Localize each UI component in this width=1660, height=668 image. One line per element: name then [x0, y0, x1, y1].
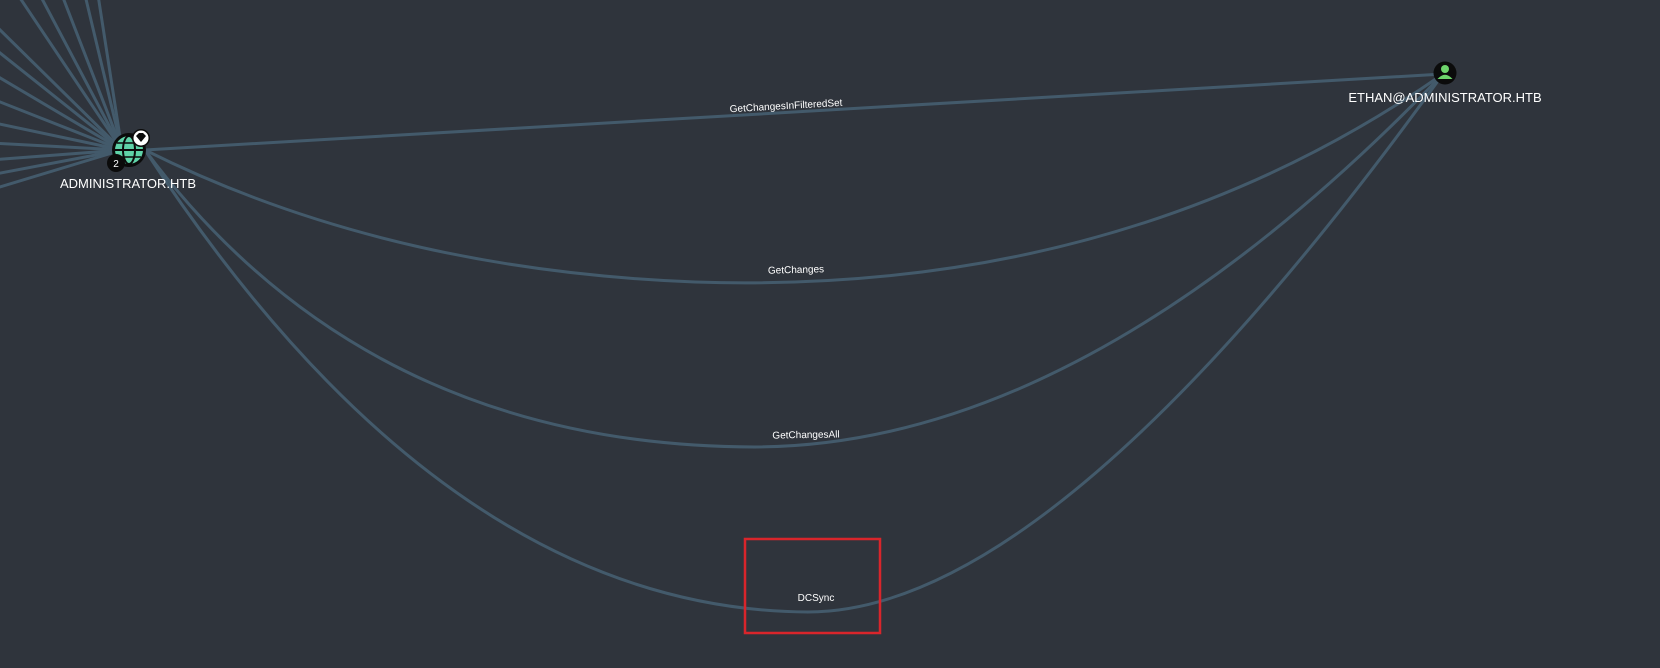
- diamond-icon: [132, 129, 150, 147]
- edge-getchangesall[interactable]: [143, 72, 1445, 449]
- user-icon: [1437, 65, 1453, 79]
- offscreen-edges: [0, 0, 124, 189]
- edge-getchanges[interactable]: [143, 72, 1445, 285]
- count-badge: 2: [107, 154, 125, 172]
- node-domain[interactable]: 2: [107, 129, 150, 172]
- edge-label-getchangesall[interactable]: GetChangesAll: [772, 429, 839, 441]
- edge-label-getchanges[interactable]: GetChanges: [768, 264, 824, 276]
- edge-dcsync[interactable]: [143, 72, 1445, 614]
- node-user[interactable]: [1433, 61, 1457, 85]
- dcsync-highlight-box: [743, 537, 882, 635]
- node-label-domain[interactable]: ADMINISTRATOR.HTB: [60, 176, 196, 191]
- node-label-user[interactable]: ETHAN@ADMINISTRATOR.HTB: [1348, 90, 1541, 105]
- edge-label-dcsync[interactable]: DCSync: [798, 593, 835, 604]
- count-badge-text: 2: [113, 159, 119, 170]
- edge-getchangesinfilteredset[interactable]: [143, 72, 1445, 152]
